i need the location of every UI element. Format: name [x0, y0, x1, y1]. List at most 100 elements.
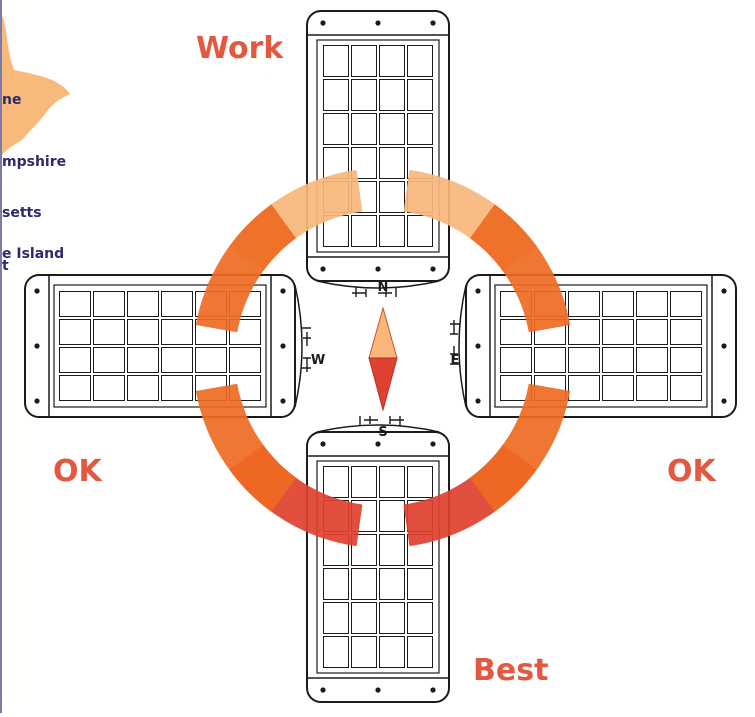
solar-cell	[670, 347, 702, 373]
solar-cell	[379, 602, 405, 634]
solar-cell	[59, 319, 91, 345]
rating-label-west: OK	[53, 454, 104, 489]
solar-cell	[602, 375, 634, 401]
solar-cell	[323, 602, 349, 634]
solar-cell	[379, 79, 405, 111]
solar-panel-west	[24, 274, 311, 418]
solar-cell	[636, 347, 668, 373]
solar-cell	[323, 45, 349, 77]
solar-cell	[351, 215, 377, 247]
solar-cell	[161, 319, 193, 345]
solar-cell	[59, 375, 91, 401]
solar-cell	[379, 500, 405, 532]
compass-needle-south	[368, 357, 398, 412]
solar-cell	[379, 113, 405, 145]
orientation-arc-east-upper	[469, 204, 571, 333]
orientation-arc-east-lower	[469, 383, 571, 512]
panel-body	[450, 274, 737, 418]
solar-cell	[534, 347, 566, 373]
state-label-maine: ne	[2, 92, 21, 108]
solar-cell	[93, 291, 125, 317]
solar-cell	[351, 113, 377, 145]
solar-cell	[379, 215, 405, 247]
solar-cell	[323, 466, 349, 498]
solar-cell	[407, 636, 433, 668]
compass-label-west: W	[311, 353, 325, 368]
solar-cell	[407, 602, 433, 634]
solar-cell	[93, 347, 125, 373]
solar-cell	[500, 347, 532, 373]
solar-cell	[127, 347, 159, 373]
solar-cell	[636, 375, 668, 401]
solar-cell	[379, 147, 405, 179]
solar-cell	[379, 636, 405, 668]
solar-cell	[568, 291, 600, 317]
solar-cell	[161, 347, 193, 373]
solar-cell	[636, 319, 668, 345]
solar-cell	[323, 113, 349, 145]
solar-cell	[379, 466, 405, 498]
solar-cell	[229, 347, 261, 373]
solar-cell	[670, 319, 702, 345]
solar-cell	[323, 636, 349, 668]
panel-body	[24, 274, 311, 418]
solar-cell	[351, 79, 377, 111]
solar-cell	[379, 181, 405, 213]
solar-cell	[602, 347, 634, 373]
compass-label-east: E	[451, 353, 460, 368]
orientation-arc-west-upper	[195, 204, 297, 333]
solar-cell	[93, 375, 125, 401]
solar-cell	[636, 291, 668, 317]
compass-label-north: N	[378, 280, 389, 295]
solar-cell	[59, 291, 91, 317]
state-label-new-hampshire: mpshire	[2, 154, 66, 170]
solar-cell	[568, 319, 600, 345]
solar-cell	[195, 347, 227, 373]
solar-cell	[93, 319, 125, 345]
solar-cell	[379, 45, 405, 77]
solar-cell	[407, 113, 433, 145]
compass-needle-north	[368, 306, 398, 359]
state-label-connecticut: t	[2, 258, 9, 274]
panel-body	[306, 416, 450, 703]
panel-body	[306, 10, 450, 297]
solar-cell	[379, 568, 405, 600]
solar-cell	[568, 375, 600, 401]
solar-cell	[59, 347, 91, 373]
solar-cell	[351, 466, 377, 498]
rating-label-south: Best	[473, 653, 548, 688]
solar-cell	[161, 375, 193, 401]
orientation-arcs	[195, 169, 571, 547]
solar-cell	[351, 602, 377, 634]
solar-cell	[602, 291, 634, 317]
solar-panel-south	[306, 416, 450, 703]
map-fragment: ne mpshire setts e Island t	[2, 15, 70, 274]
solar-cell	[670, 291, 702, 317]
solar-cell	[127, 291, 159, 317]
solar-cell	[161, 291, 193, 317]
compass: N S W E	[311, 280, 460, 440]
rating-label-east: OK	[667, 454, 718, 489]
solar-cell	[127, 319, 159, 345]
solar-cell	[407, 466, 433, 498]
map-land-shape	[2, 15, 70, 155]
solar-cell	[351, 45, 377, 77]
solar-cell	[407, 215, 433, 247]
solar-cell	[500, 319, 532, 345]
solar-cell	[568, 347, 600, 373]
solar-cell	[602, 319, 634, 345]
state-label-rhode-island: e Island	[2, 246, 64, 262]
solar-panel-north	[306, 10, 450, 297]
rating-label-north: Work	[196, 31, 284, 66]
orientation-arc-west-lower	[195, 383, 297, 512]
solar-cell	[379, 534, 405, 566]
solar-cell	[670, 375, 702, 401]
solar-cell	[323, 79, 349, 111]
solar-cell	[127, 375, 159, 401]
compass-label-south: S	[378, 425, 387, 440]
solar-cell	[407, 45, 433, 77]
solar-panel-east	[450, 274, 737, 418]
solar-cell	[407, 568, 433, 600]
solar-cell	[351, 568, 377, 600]
